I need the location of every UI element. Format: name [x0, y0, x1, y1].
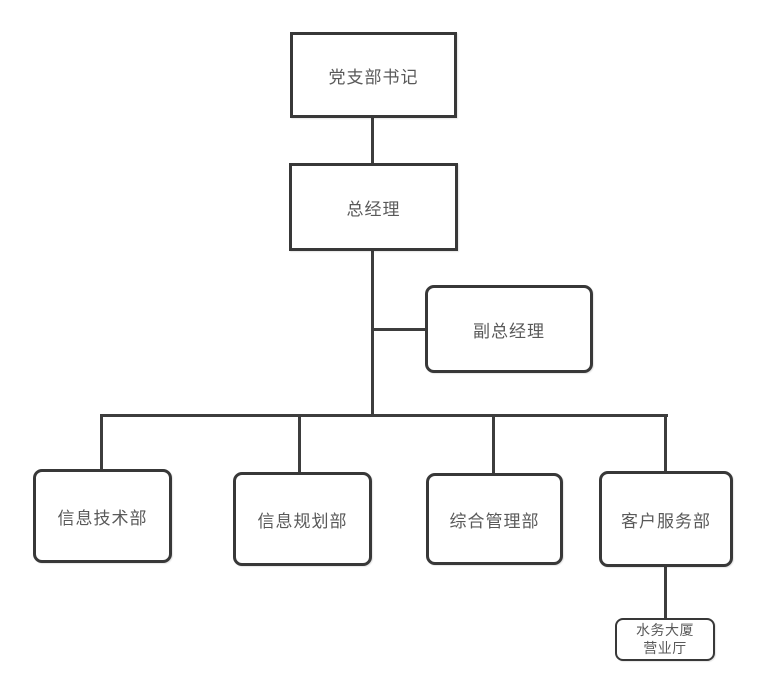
- node-information-technology-dept: 信息技术部: [33, 469, 172, 563]
- node-water-building-business-hall-label: 水务大厦 营业厅: [636, 622, 694, 656]
- connector-customer-service-to-hall: [664, 566, 667, 619]
- node-general-manager: 总经理: [289, 163, 458, 251]
- connector-secretary-to-gm: [371, 118, 374, 164]
- node-information-planning-dept: 信息规划部: [233, 472, 372, 566]
- node-customer-service-dept: 客户服务部: [599, 471, 733, 567]
- node-customer-service-dept-label: 客户服务部: [621, 511, 711, 531]
- node-party-branch-secretary-label: 党支部书记: [328, 67, 419, 87]
- node-general-manager-label: 总经理: [346, 199, 401, 219]
- connector-drop-customer-service: [664, 416, 667, 473]
- node-deputy-general-manager: 副总经理: [425, 285, 593, 373]
- node-information-technology-dept-label: 信息技术部: [57, 508, 148, 528]
- connector-branch-bar: [100, 414, 668, 417]
- connector-drop-info-planning: [298, 416, 301, 474]
- connector-gm-trunk: [371, 251, 374, 417]
- connector-drop-info-tech: [100, 416, 103, 470]
- node-information-planning-dept-label: 信息规划部: [257, 511, 348, 531]
- connector-trunk-to-deputy: [373, 328, 425, 331]
- node-party-branch-secretary: 党支部书记: [290, 32, 457, 118]
- node-general-management-dept: 综合管理部: [426, 473, 563, 565]
- connector-drop-general-management: [492, 416, 495, 475]
- node-deputy-general-manager-label: 副总经理: [473, 321, 545, 341]
- node-water-building-business-hall: 水务大厦 营业厅: [615, 618, 715, 661]
- node-general-management-dept-label: 综合管理部: [449, 511, 540, 531]
